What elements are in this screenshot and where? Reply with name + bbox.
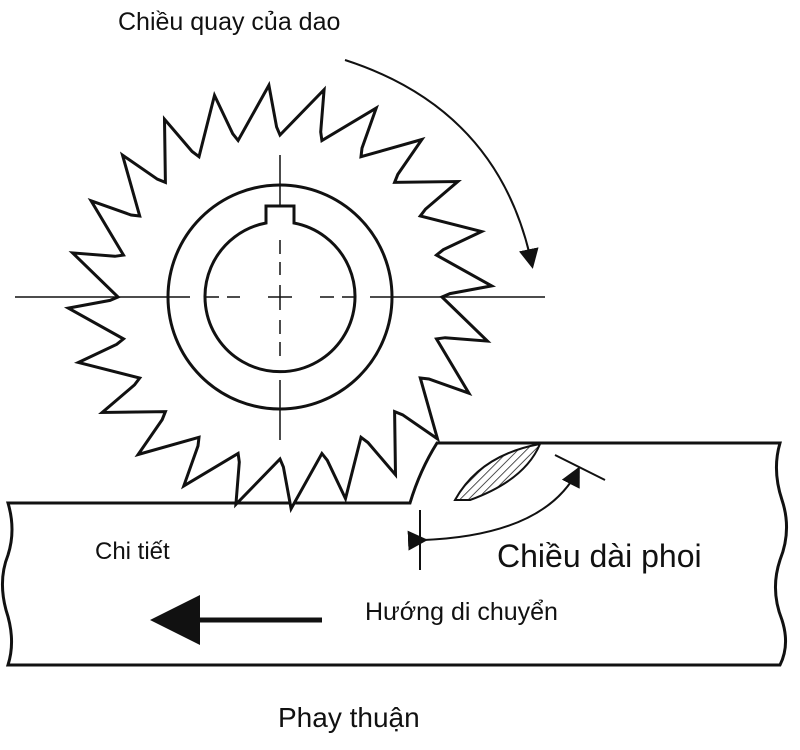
chip-length-extension-right xyxy=(554,454,606,481)
rotation-arrow xyxy=(344,59,539,269)
diagram-caption: Phay thuận xyxy=(278,702,420,733)
rotation-label: Chiều quay của dao xyxy=(118,8,341,36)
chip-length-arrow xyxy=(407,466,580,551)
centerlines xyxy=(15,155,545,440)
workpiece-label: Chi tiết xyxy=(95,538,170,565)
chip-length-label: Chiều dài phoi xyxy=(497,538,702,574)
feed-direction-label: Hướng di chuyển xyxy=(365,598,558,626)
